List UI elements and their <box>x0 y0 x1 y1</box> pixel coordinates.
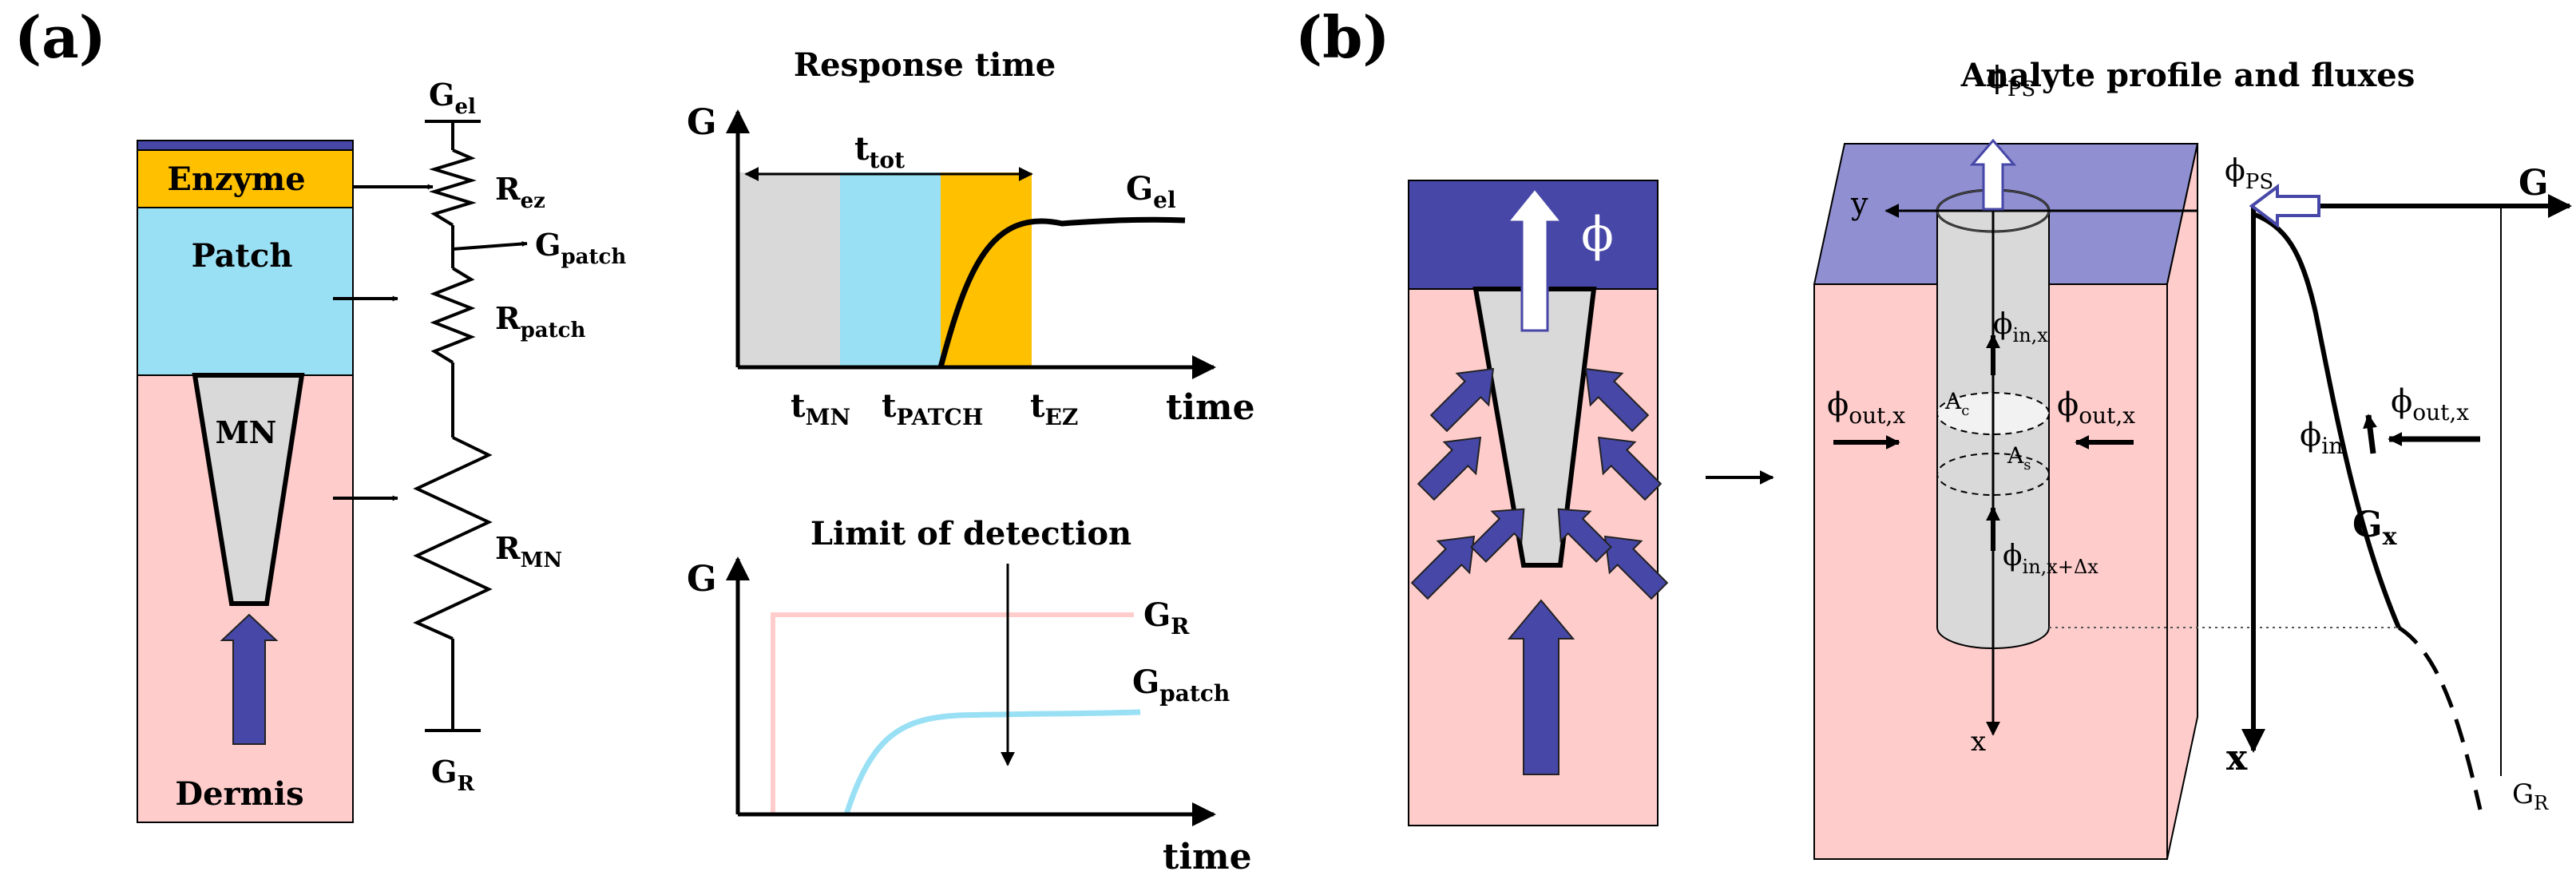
patch-label: Patch <box>192 237 293 275</box>
tick-t-patch: tPATCH <box>882 387 983 430</box>
analyte-box: ϕPS ϕin,x ϕin,x+Δx ϕout,x ϕout,x Ac As y… <box>1813 60 2396 860</box>
g-x-profile-dashed <box>2397 625 2483 810</box>
panel-a: (a) Enzyme Patch MN Dermis <box>14 3 1255 877</box>
response-chart-title: Response time <box>794 46 1056 84</box>
profile-x-axis-label: x <box>2226 738 2248 778</box>
in-x-label: ϕin,x <box>1993 308 2048 346</box>
lod-y-label: G <box>687 559 717 600</box>
panel-b-title: Analyte profile and fluxes <box>1960 57 2415 94</box>
profile-plot: ϕPS G x ϕout,x ϕin Gx GR <box>2225 152 2572 814</box>
resistor-circuit <box>333 120 528 732</box>
g-el-node-label: Gel <box>429 77 476 119</box>
mn-block-arrow-left-4 <box>1470 508 1525 563</box>
mn-block-arrow-right-4 <box>1557 508 1612 563</box>
box-y-label: y <box>1850 186 1869 221</box>
tick-t-ez: tEZ <box>1030 387 1078 430</box>
r-patch-label: Rpatch <box>495 300 585 343</box>
panel-b-label: (b) <box>1295 3 1389 71</box>
enzyme-layer <box>137 149 354 208</box>
out-left-label: ϕout,x <box>1827 386 1905 429</box>
box-ps-flux-arrow <box>1969 138 2017 211</box>
microneedle <box>192 373 305 606</box>
profile-g-r-label: GR <box>2512 778 2549 814</box>
panel-a-label: (a) <box>14 3 106 71</box>
mn-block-arrow-right-3 <box>1603 535 1669 600</box>
dermis-label: Dermis <box>175 775 303 813</box>
profile-g-x-label: Gx <box>2352 505 2398 551</box>
response-x-label: time <box>1166 387 1255 428</box>
t-tot-label: ttot <box>854 130 905 173</box>
skin-stack: Enzyme Patch MN Dermis <box>137 140 354 823</box>
out-right-label: ϕout,x <box>2057 386 2135 429</box>
mn-block-arrow-left-2 <box>1417 436 1482 501</box>
mn-label: MN <box>216 414 277 450</box>
mn-block-arrow-right-2 <box>1597 436 1663 501</box>
g-r-reference-line <box>771 612 1134 814</box>
g-x-profile-curve <box>2252 212 2401 629</box>
r-mn-label: RMN <box>495 530 562 572</box>
limit-of-detection-chart: Limit of detection G time GR Gpatch <box>687 515 1252 877</box>
g-el-curve-label: Gel <box>1126 170 1176 213</box>
mn-block-flux-label: ϕ <box>1581 207 1614 263</box>
profile-ps-flux-arrow <box>2249 184 2320 228</box>
resistor-mn <box>413 436 493 640</box>
band-patch <box>840 172 941 367</box>
in-xdx-label: ϕin,x+Δx <box>2003 540 2098 578</box>
resistor-ez <box>429 148 477 227</box>
response-y-label: G <box>687 102 717 143</box>
lod-x-label: time <box>1163 837 1252 877</box>
g-patch-node-label: Gpatch <box>535 227 626 269</box>
top-electrode-layer <box>137 140 354 151</box>
band-mn <box>738 172 840 367</box>
tick-t-mn: tMN <box>791 387 850 430</box>
resistor-patch <box>430 267 476 364</box>
g-r-line-label: GR <box>1143 596 1190 640</box>
lod-chart-title: Limit of detection <box>810 515 1131 552</box>
profile-ps-flux-label: ϕPS <box>2225 152 2273 194</box>
r-ez-label: Rez <box>495 171 545 213</box>
g-r-node-label: GR <box>431 754 474 796</box>
g-patch-curve-label: Gpatch <box>1132 663 1230 707</box>
profile-in-label: ϕin <box>2300 417 2343 459</box>
g-patch-curve <box>843 709 1141 816</box>
profile-in-arrow <box>2363 414 2377 454</box>
area-s-label: As <box>2007 442 2031 473</box>
area-c-label: Ac <box>1944 388 1969 419</box>
response-time-chart: Response time G time ttot Gel tMN tPATCH… <box>687 46 1255 430</box>
enzyme-label: Enzyme <box>167 160 305 198</box>
mn-block-arrow-left-3 <box>1410 535 1476 600</box>
box-x-label: x <box>1971 726 1986 758</box>
g-el-curve <box>937 216 1186 368</box>
patch-layer <box>137 207 354 376</box>
panel-b: (b) ϕ Analyte profile and fluxes <box>1295 3 2572 860</box>
dermis-flux-arrow <box>220 613 279 745</box>
mn-block-arrow-left-1 <box>1429 367 1495 433</box>
band-ez <box>941 172 1032 367</box>
profile-g-axis-label: G <box>2519 163 2549 204</box>
mn-block: ϕ <box>1408 180 1669 826</box>
mn-block-arrow-bottom <box>1507 599 1575 775</box>
mn-block-needle <box>1472 287 1597 568</box>
mn-block-flux-arrow <box>1504 186 1565 332</box>
profile-out-label: ϕout,x <box>2391 383 2469 426</box>
mn-block-arrow-right-1 <box>1584 367 1650 433</box>
box-ps-flux-label: ϕPS <box>1987 60 2035 101</box>
